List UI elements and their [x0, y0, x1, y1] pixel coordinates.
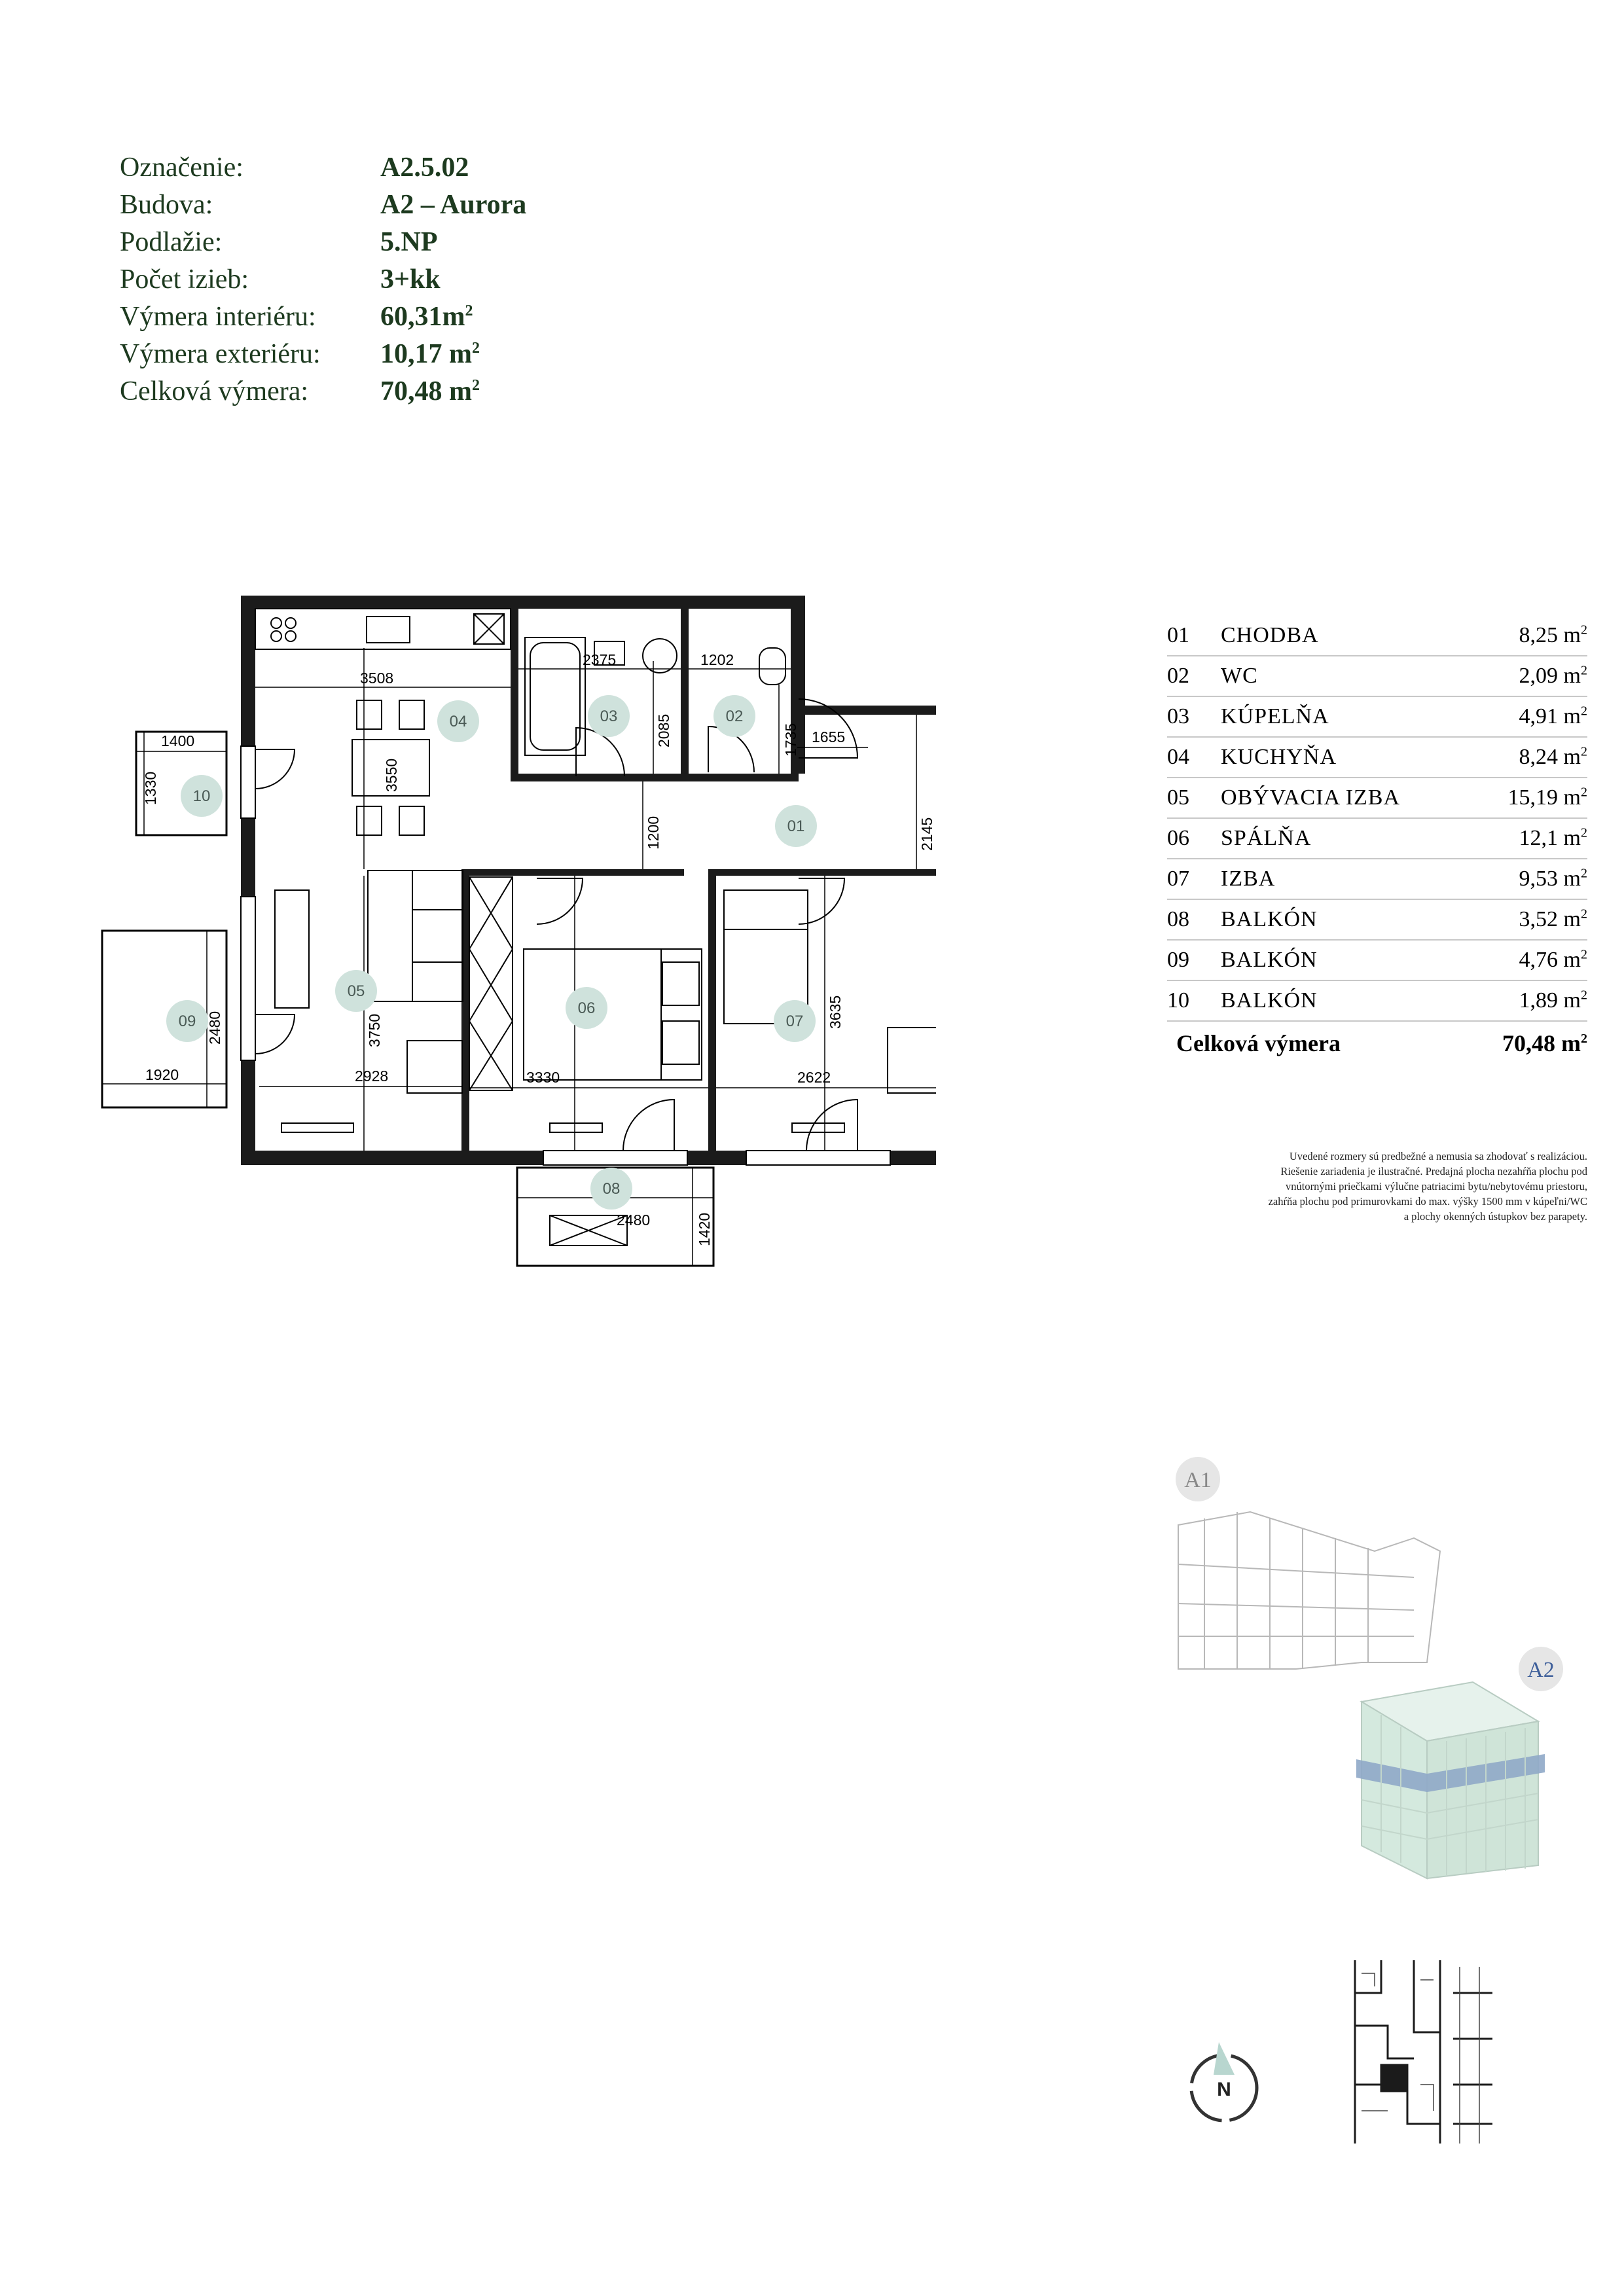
dim-label: 2375	[583, 651, 616, 668]
dim-label: 1420	[696, 1213, 713, 1246]
dim-label: 2928	[355, 1067, 388, 1085]
floor-plan: 3508 2375 1202 2085 1735 1655 1400 1330 …	[101, 596, 936, 1267]
dim-label: 1400	[161, 732, 194, 749]
compass: N	[1189, 2042, 1259, 2123]
building-a2-sketch	[1356, 1681, 1545, 1880]
info-value: 5.NP	[380, 227, 438, 257]
room-tag-06: 06	[566, 987, 607, 1029]
room-tag-02: 02	[713, 695, 755, 737]
balcony-09	[101, 929, 228, 1109]
dim-label: 1735	[782, 723, 799, 757]
dim-label: 2145	[918, 817, 935, 851]
info-value: 10,17 m2	[380, 339, 480, 369]
building-a1-badge: A1	[1176, 1457, 1220, 1501]
svg-text:A1: A1	[1184, 1468, 1212, 1492]
room-tag-08: 08	[590, 1168, 632, 1210]
balcony-bench	[549, 1215, 628, 1246]
svg-text:08: 08	[603, 1180, 621, 1198]
info-row: Označenie: A2.5.02	[120, 149, 526, 187]
info-value: 3+kk	[380, 264, 441, 295]
dim-label: 1200	[645, 816, 662, 850]
info-label: Podlažie:	[120, 227, 223, 257]
svg-text:01: 01	[787, 817, 805, 835]
dim-label: 1920	[145, 1066, 179, 1083]
compass-letter: N	[1217, 2079, 1231, 2100]
building-a1-sketch	[1178, 1511, 1441, 1670]
info-label: Výmera exteriéru:	[120, 339, 321, 369]
svg-text:06: 06	[578, 999, 596, 1017]
info-value: A2.5.02	[380, 152, 469, 183]
dim-label: 2480	[617, 1211, 650, 1229]
dim-label: 2480	[206, 1011, 223, 1045]
info-label: Budova:	[120, 190, 213, 220]
room-tags: 01 02 03 04 05 06 07 08 09 10	[166, 695, 817, 1210]
disclaimer-note: Uvedené rozmery sú predbežné a nemusia s…	[1268, 1150, 1587, 1223]
info-value: 70,48 m2	[380, 376, 480, 406]
info-row: Počet izieb: 3+kk	[120, 261, 526, 298]
info-label: Označenie:	[120, 152, 244, 183]
info-row: Výmera interiéru: 60,31m2	[120, 298, 526, 336]
dim-label: 3550	[383, 759, 400, 792]
info-label: Výmera interiéru:	[120, 302, 316, 332]
svg-text:A2: A2	[1527, 1658, 1555, 1682]
dim-label: 3750	[366, 1014, 383, 1047]
room-tag-07: 07	[774, 1000, 816, 1042]
building-a2-badge: A2	[1519, 1647, 1563, 1691]
dim-label: 3508	[360, 670, 393, 687]
room-tag-10: 10	[181, 775, 223, 817]
svg-text:04: 04	[450, 713, 467, 730]
svg-text:09: 09	[179, 1013, 196, 1030]
dim-label: 3330	[526, 1069, 560, 1086]
info-row: Podlažie: 5.NP	[120, 224, 526, 261]
info-label: Počet izieb:	[120, 264, 249, 295]
dim-label: 1330	[142, 772, 159, 805]
balcony-10	[135, 730, 228, 836]
room-tag-04: 04	[437, 700, 479, 742]
dim-label: 2085	[655, 714, 672, 747]
apartment-info: Označenie: A2.5.02 Budova: A2 – Aurora Pod…	[120, 149, 526, 410]
info-label: Celková výmera:	[120, 376, 309, 406]
dim-label: 1202	[700, 651, 734, 668]
balcony-08	[516, 1166, 715, 1267]
dim-label: 3635	[827, 996, 844, 1029]
compass-ring	[1189, 2053, 1259, 2123]
svg-text:10: 10	[193, 787, 211, 805]
dim-label: 1655	[812, 728, 845, 745]
room-tag-03: 03	[588, 695, 630, 737]
info-value: A2 – Aurora	[380, 190, 527, 220]
north-arrow-icon	[1214, 2042, 1235, 2075]
svg-text:05: 05	[348, 982, 365, 1000]
site-plan	[1354, 1960, 1492, 2144]
svg-text:02: 02	[726, 708, 744, 725]
room-tag-09: 09	[166, 1000, 208, 1042]
info-row: Celková výmera: 70,48 m2	[120, 373, 526, 410]
info-value: 60,31m2	[380, 302, 473, 332]
dim-label: 2622	[797, 1069, 831, 1086]
svg-text:03: 03	[600, 708, 618, 725]
room-tag-01: 01	[775, 805, 817, 847]
building-key: A1 A2	[1176, 1457, 1563, 1880]
room-tag-05: 05	[335, 970, 377, 1012]
svg-text:07: 07	[786, 1013, 804, 1030]
info-row: Výmera exteriéru: 10,17 m2	[120, 336, 526, 373]
info-row: Budova: A2 – Aurora	[120, 187, 526, 224]
